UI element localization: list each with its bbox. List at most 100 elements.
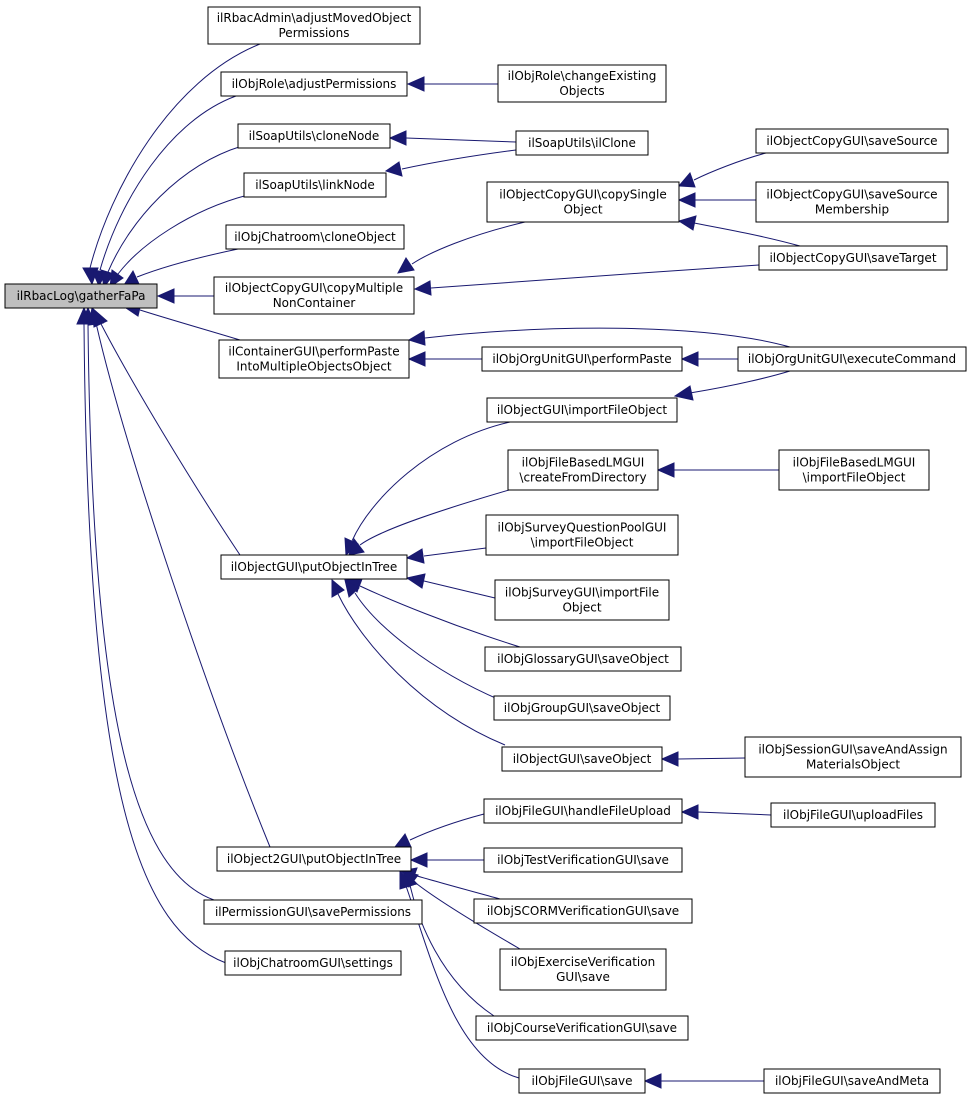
node-file-upload-files[interactable]: ilObjFileGUI\uploadFiles bbox=[770, 802, 936, 828]
edge-line bbox=[359, 487, 517, 546]
edge-obj-role-change-to-obj-role-adjust bbox=[406, 76, 498, 92]
node-label: IntoMultipleObjectsObject bbox=[236, 360, 392, 374]
node-box bbox=[475, 1015, 689, 1041]
edge-file-lmimport-to-file-lmcreate bbox=[656, 462, 779, 478]
node-course-ver-save[interactable]: ilObjCourseVerificationGUI\save bbox=[475, 1015, 689, 1041]
node-org-unit-paste[interactable]: ilObjOrgUnitGUI\performPaste bbox=[481, 346, 683, 372]
node-save-source[interactable]: ilObjectCopyGUI\saveSource bbox=[755, 128, 949, 154]
edge-line bbox=[87, 323, 215, 901]
arrowhead bbox=[109, 269, 124, 289]
node-label: ilObjFileGUI\handleFileUpload bbox=[495, 804, 671, 818]
node-label: ilObjSurveyGUI\importFile bbox=[505, 586, 659, 600]
node-label: ilObjSCORMVerificationGUI\save bbox=[487, 904, 679, 918]
node-label: ilPermissionGUI\savePermissions bbox=[215, 905, 411, 919]
node-label: NonContainer bbox=[273, 296, 356, 310]
edge-line bbox=[359, 585, 521, 648]
node-label: \importFileObject bbox=[531, 536, 634, 550]
node-label: ilObjCourseVerificationGUI\save bbox=[487, 1021, 677, 1035]
node-org-unit-execute[interactable]: ilObjOrgUnitGUI\executeCommand bbox=[737, 346, 967, 372]
node-survey-import[interactable]: ilObjSurveyGUI\importFileObject bbox=[494, 579, 670, 621]
edge-line bbox=[107, 145, 243, 273]
edge-line bbox=[697, 811, 772, 816]
edge-org-unit-paste-to-container-paste bbox=[407, 351, 482, 367]
node-file-save-and-meta[interactable]: ilObjFileGUI\saveAndMeta bbox=[763, 1068, 941, 1094]
node-object2-put-tree[interactable]: ilObject2GUI\putObjectInTree bbox=[216, 846, 412, 872]
edges-layer bbox=[76, 43, 801, 1089]
edge-test-ver-save-to-object2-put-tree bbox=[409, 852, 484, 868]
edge-line bbox=[354, 592, 501, 701]
node-label: \createFromDirectory bbox=[519, 471, 646, 485]
node-soap-clone-node[interactable]: ilSoapUtils\cloneNode bbox=[237, 123, 391, 149]
node-label: ilObjectGUI\putObjectInTree bbox=[231, 560, 398, 574]
node-file-handle-upload[interactable]: ilObjFileGUI\handleFileUpload bbox=[483, 798, 683, 824]
node-label: ilObjFileGUI\saveAndMeta bbox=[775, 1074, 929, 1088]
node-gather-fa-pa[interactable]: ilRbacLog\gatherFaPa bbox=[4, 283, 158, 309]
edge-line bbox=[411, 879, 521, 950]
node-obj-role-adjust[interactable]: ilObjRole\adjustPermissions bbox=[220, 71, 408, 97]
edge-line bbox=[409, 813, 485, 841]
edge-line bbox=[136, 248, 239, 278]
node-chatroom-clone[interactable]: ilObjChatroom\cloneObject bbox=[225, 224, 405, 250]
node-box bbox=[737, 346, 967, 372]
edge-line bbox=[677, 757, 746, 760]
node-permission-save[interactable]: ilPermissionGUI\savePermissions bbox=[203, 899, 423, 925]
node-label: Object bbox=[563, 203, 602, 217]
node-session-save[interactable]: ilObjSessionGUI\saveAndAssignMaterialsOb… bbox=[744, 736, 962, 778]
node-box bbox=[499, 948, 667, 991]
node-label: ilObjOrgUnitGUI\executeCommand bbox=[748, 352, 956, 366]
node-label: ilSoapUtils\cloneNode bbox=[249, 129, 380, 143]
node-box bbox=[518, 1068, 646, 1094]
node-box bbox=[4, 283, 158, 309]
node-box bbox=[224, 950, 402, 976]
arrowhead bbox=[409, 852, 428, 868]
node-label: Permissions bbox=[279, 26, 350, 40]
node-container-paste[interactable]: ilContainerGUI\performPasteIntoMultipleO… bbox=[218, 339, 410, 379]
node-box bbox=[763, 1068, 941, 1094]
arrowhead bbox=[393, 833, 412, 848]
node-file-lmcreate[interactable]: ilObjFileBasedLMGUI\createFromDirectory bbox=[507, 449, 659, 491]
node-label: ilSoapUtils\ilClone bbox=[528, 136, 636, 150]
node-object-put-tree[interactable]: ilObjectGUI\putObjectInTree bbox=[220, 554, 408, 580]
node-object-import-file[interactable]: ilObjectGUI\importFileObject bbox=[486, 397, 678, 423]
node-box bbox=[494, 579, 670, 621]
node-glossary-save[interactable]: ilObjGlossaryGUI\saveObject bbox=[484, 646, 682, 672]
node-label: ilObjGroupGUI\saveObject bbox=[504, 701, 661, 715]
node-box bbox=[755, 181, 949, 223]
node-box bbox=[486, 397, 678, 423]
node-object-save[interactable]: ilObjectGUI\saveObject bbox=[501, 746, 663, 772]
node-file-save[interactable]: ilObjFileGUI\save bbox=[518, 1068, 646, 1094]
node-group-save[interactable]: ilObjGroupGUI\saveObject bbox=[493, 695, 671, 721]
node-soap-il-clone[interactable]: ilSoapUtils\ilClone bbox=[515, 130, 649, 156]
node-save-target[interactable]: ilObjectCopyGUI\saveTarget bbox=[758, 245, 948, 271]
edge-file-save-and-meta-to-file-save bbox=[643, 1073, 764, 1089]
edge-line bbox=[423, 547, 487, 557]
node-box bbox=[218, 339, 410, 379]
node-soap-link-node[interactable]: ilSoapUtils\linkNode bbox=[243, 172, 387, 198]
node-label: ilObjGlossaryGUI\saveObject bbox=[497, 652, 669, 666]
node-file-lmimport[interactable]: ilObjFileBasedLMGUI\importFileObject bbox=[778, 449, 930, 491]
edge-line bbox=[689, 370, 791, 394]
node-label: ilObjSurveyQuestionPoolGUI bbox=[498, 521, 667, 535]
node-test-ver-save[interactable]: ilObjTestVerificationGUI\save bbox=[483, 847, 683, 873]
node-box bbox=[485, 514, 679, 556]
node-chatroom-settings[interactable]: ilObjChatroomGUI\settings bbox=[224, 950, 402, 976]
edge-line bbox=[693, 222, 801, 247]
node-label: ilObjectCopyGUI\saveTarget bbox=[769, 251, 936, 265]
arrowhead bbox=[407, 330, 426, 346]
edge-line bbox=[351, 421, 511, 542]
node-label: ilObjFileBasedLMGUI bbox=[793, 456, 916, 470]
node-box bbox=[207, 6, 421, 45]
arrowhead bbox=[405, 548, 425, 564]
node-survey-pool-import[interactable]: ilObjSurveyQuestionPoolGUI\importFileObj… bbox=[485, 514, 679, 556]
node-box bbox=[484, 646, 682, 672]
node-scorm-ver-save[interactable]: ilObjSCORMVerificationGUI\save bbox=[473, 898, 693, 924]
node-box bbox=[515, 130, 649, 156]
edge-line bbox=[430, 264, 760, 289]
node-box bbox=[220, 71, 408, 97]
